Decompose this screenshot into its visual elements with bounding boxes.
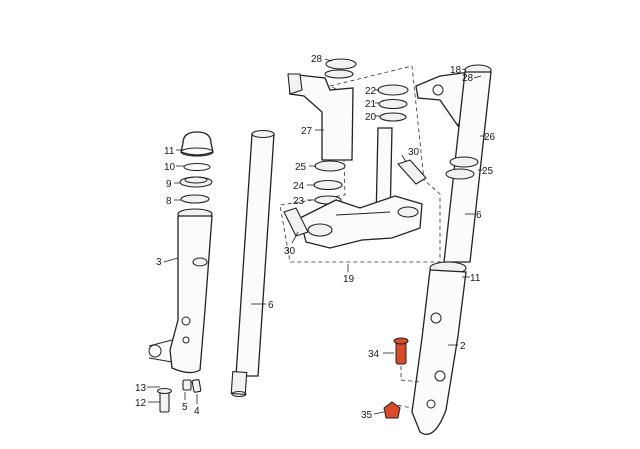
- pinch-bolt-part: [397, 159, 427, 185]
- top-washer-part: [325, 58, 357, 70]
- label-6-right: 6: [476, 210, 482, 221]
- washer-part: [180, 194, 210, 204]
- leader-lines: [147, 58, 486, 415]
- right-inner-tube-part: [443, 64, 492, 263]
- label-19: 19: [343, 274, 355, 285]
- right-fork-leg-part: [411, 261, 467, 436]
- bolt-guide-line: [400, 366, 421, 383]
- label-20: 20: [365, 112, 377, 123]
- label-8: 8: [166, 196, 172, 207]
- lock-washer-part: [379, 112, 407, 122]
- stem-nut-part: [377, 84, 409, 96]
- clip-part: [183, 163, 211, 171]
- steering-stem-part: [299, 127, 423, 249]
- label-5: 5: [182, 402, 188, 413]
- oil-seal-part: [179, 176, 213, 188]
- handlebar-bracket-part: [287, 69, 354, 161]
- label-13: 13: [135, 383, 147, 394]
- label-25-right: 25: [482, 166, 494, 177]
- pinch-bolt-part: [283, 207, 309, 237]
- label-24: 24: [293, 181, 305, 192]
- label-6-left: 6: [268, 300, 274, 311]
- left-inner-tube-part: [230, 129, 275, 397]
- label-22: 22: [365, 86, 377, 97]
- highlight-bolt-part: [393, 337, 409, 365]
- label-35: 35: [361, 410, 373, 421]
- dust-seal-part: [180, 131, 214, 157]
- label-30-right: 30: [408, 147, 420, 158]
- label-2: 2: [460, 341, 466, 352]
- label-28-right: 28: [462, 73, 474, 84]
- label-18: 18: [450, 65, 462, 76]
- left-fork-leg-part: [148, 208, 213, 374]
- label-23: 23: [293, 196, 305, 207]
- label-3: 3: [156, 257, 162, 268]
- label-30-left: 30: [284, 246, 296, 257]
- bearing-race-part: [314, 160, 346, 172]
- label-12: 12: [135, 398, 147, 409]
- stem-assembly-frame: [279, 65, 441, 263]
- label-4: 4: [194, 406, 200, 417]
- label-11-right: 11: [470, 273, 481, 284]
- label-25-center: 25: [295, 162, 307, 173]
- label-21: 21: [365, 99, 377, 110]
- label-11: 11: [164, 146, 175, 157]
- label-34: 34: [368, 349, 380, 360]
- highlight-washer-part: [383, 401, 401, 419]
- stem-washer-part: [378, 98, 408, 110]
- bearing-part: [313, 179, 343, 191]
- axle-bolt-part: [156, 387, 173, 413]
- label-9: 9: [166, 179, 172, 190]
- label-28-top: 28: [311, 54, 323, 65]
- label-27: 27: [301, 126, 313, 137]
- drain-screw-part: [182, 379, 202, 393]
- label-10: 10: [164, 162, 176, 173]
- label-26: 26: [484, 132, 496, 143]
